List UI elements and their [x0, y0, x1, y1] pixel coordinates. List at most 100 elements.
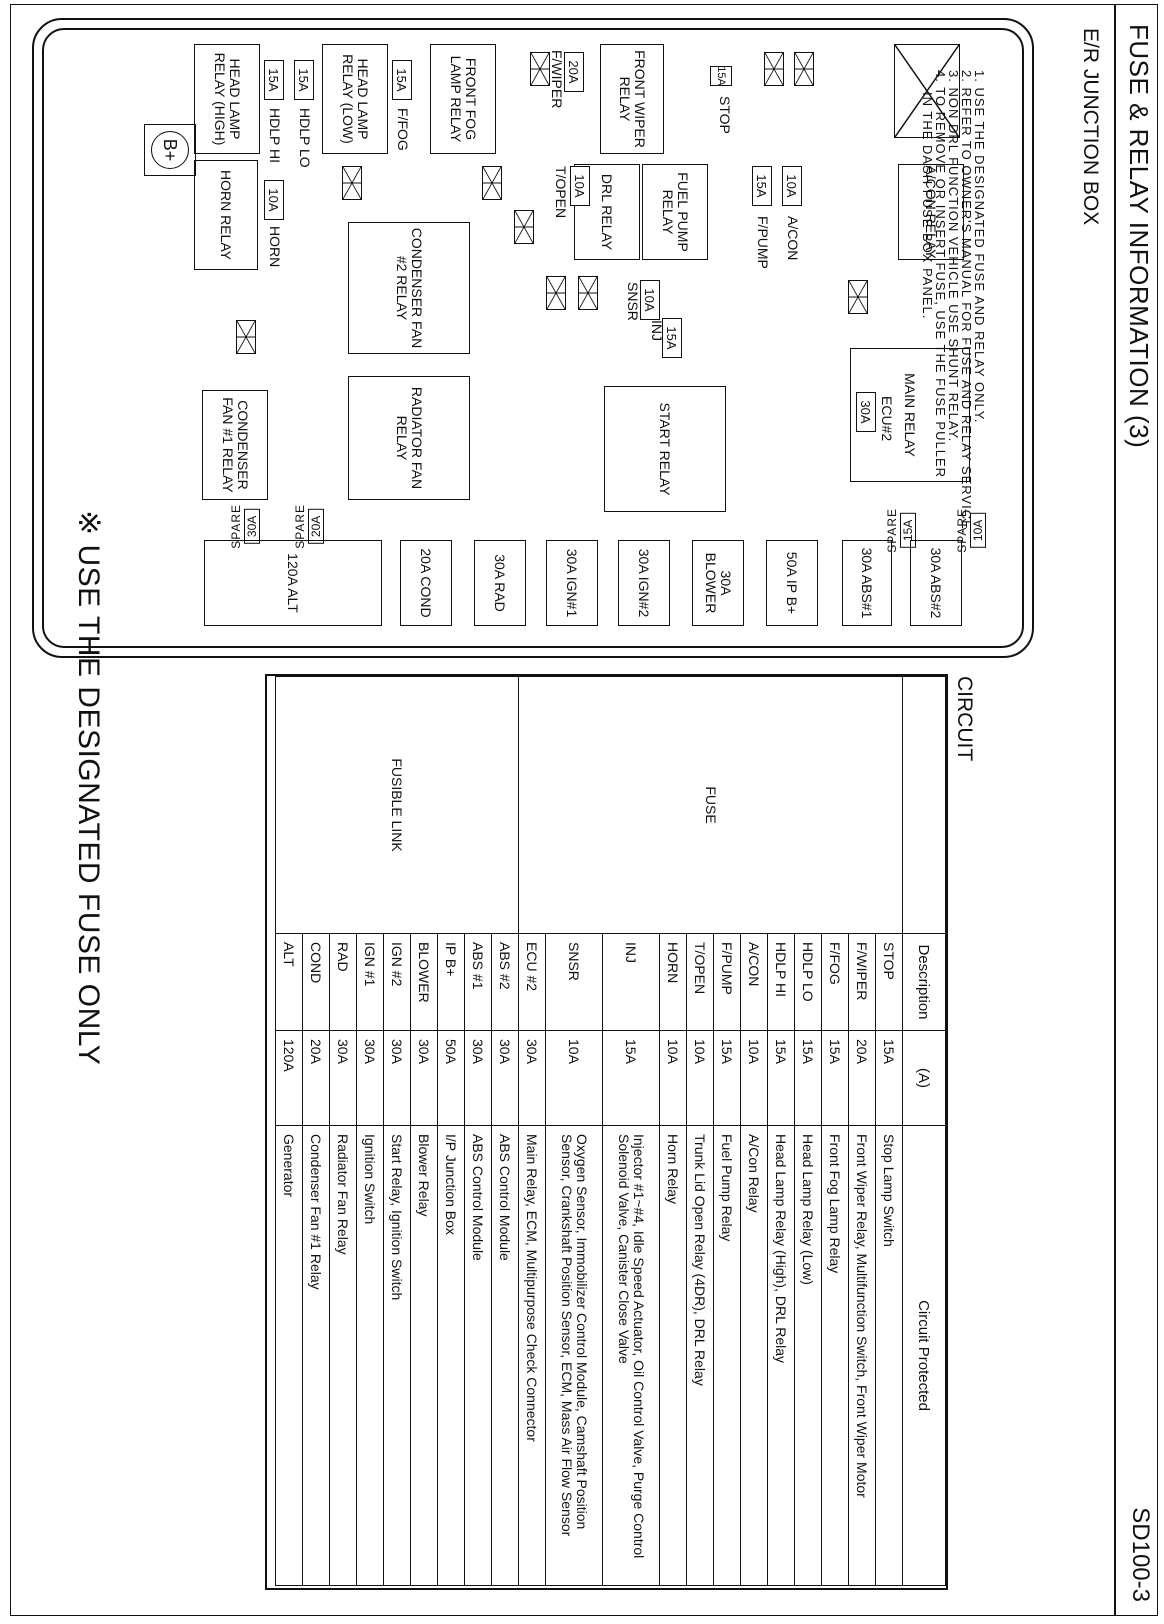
cell-description: INJ [602, 933, 660, 1031]
spare-amp: 10A [970, 512, 986, 549]
fusible-link-blower: 30A BLOWER [692, 540, 744, 626]
fusible-link-ipb: 50A IP B+ [766, 540, 818, 626]
cell-description: A/CON [740, 933, 768, 1031]
header-description: Description [902, 933, 946, 1031]
cell-description: HDLP LO [794, 933, 822, 1031]
designated-fuse-warning: ※ USE THE DESIGNATED FUSE ONLY [72, 510, 105, 1066]
fusible-link-ign1: 30A IGN#1 [546, 540, 598, 626]
cell-description: HORN [659, 933, 687, 1031]
relay-head-lamp-low: HEAD LAMP RELAY (LOW) [322, 44, 388, 154]
battery-plus-icon: B+ [151, 131, 189, 169]
diode-icon [546, 276, 566, 310]
cell-circuit: Radiator Fan Relay [329, 1125, 357, 1586]
cell-amps: 30A [383, 1030, 411, 1126]
cell-circuit: Trunk Lid Open Relay (4DR), DRL Relay [686, 1125, 714, 1586]
relay-radiator-fan: RADIATOR FAN RELAY [348, 376, 470, 500]
table-row: FUSIBLE LINK ABS #2 30A ABS Control Modu… [275, 676, 519, 1586]
fusible-link-abs2: 30A ABS#2 [910, 540, 962, 626]
fuse-topen-label: T/OPEN [553, 166, 569, 219]
spare-amp: 30A [244, 508, 260, 545]
cell-amps: 30A [329, 1030, 357, 1126]
cell-description: IGN #1 [356, 933, 384, 1031]
cell-circuit: Fuel Pump Relay [713, 1125, 741, 1586]
cell-circuit: Head Lamp Relay (Low) [794, 1125, 822, 1586]
cell-description: ABS #2 [491, 933, 519, 1031]
relay-acon: A/CON RELAY [898, 164, 964, 260]
table-row: FUSE STOP 15A Stop Lamp Switch [518, 676, 903, 1586]
cell-amps: 15A [713, 1030, 741, 1126]
diode-icon [794, 52, 814, 86]
cell-circuit: A/Con Relay [740, 1125, 768, 1586]
cell-description: IP B+ [437, 933, 465, 1031]
cell-amps: 30A [518, 1030, 546, 1126]
cell-description: HDLP HI [767, 933, 795, 1031]
cell-description: F/FOG [821, 933, 849, 1031]
diode-icon [764, 52, 784, 86]
cell-description: F/PUMP [713, 933, 741, 1031]
cell-description: ABS #1 [464, 933, 492, 1031]
cell-circuit: Injector #1~#4, Idle Speed Actuator, Oil… [602, 1125, 660, 1586]
fuse-fwiper-label: F/WIPER [549, 50, 565, 109]
cell-description: IGN #2 [383, 933, 411, 1031]
fuse-fwiper: 20A [564, 52, 584, 92]
cell-circuit: Ignition Switch [356, 1125, 384, 1586]
cell-description: STOP [875, 933, 903, 1031]
fuse-ecu2: 30A [856, 392, 876, 432]
fuse-fpump: 15A [752, 166, 772, 206]
diode-icon [514, 210, 534, 244]
cell-amps: 10A [740, 1030, 768, 1126]
cell-circuit: Front Wiper Relay, Multifunction Switch,… [848, 1125, 876, 1586]
fuse-ecu2-label: ECU#2 [879, 396, 895, 442]
cell-circuit: Stop Lamp Switch [875, 1125, 903, 1586]
cell-circuit: ABS Control Module [464, 1125, 492, 1586]
table-header-row: Description (A) Circuit Protected [902, 676, 946, 1586]
fusible-link-ign2: 30A IGN#2 [618, 540, 670, 626]
cell-circuit: Oxygen Sensor, Immobilizer Control Modul… [545, 1125, 603, 1586]
cell-amps: 120A [275, 1030, 303, 1126]
cell-amps: 30A [491, 1030, 519, 1126]
fuse-horn-label: HORN [267, 226, 283, 268]
relay-horn: HORN RELAY [194, 160, 258, 270]
note-line: 1. USE THE DESIGNATED FUSE AND RELAY ONL… [972, 70, 987, 424]
cell-amps: 30A [464, 1030, 492, 1126]
relay-condenser-fan-2: CONDENSER FAN #2 RELAY [348, 222, 470, 354]
relay-fuel-pump: FUEL PUMP RELAY [642, 164, 708, 260]
relay-start: START RELAY [604, 386, 726, 512]
fuse-acon-label: A/CON [785, 216, 801, 261]
relay-front-wiper: FRONT WIPER RELAY [600, 44, 664, 154]
diode-icon [236, 320, 256, 354]
fusible-link-alt: 120A ALT [204, 540, 382, 626]
cell-circuit: Main Relay, ECM, Multipurpose Check Conn… [518, 1125, 546, 1586]
cell-amps: 30A [410, 1030, 438, 1126]
cell-description: SNSR [545, 933, 603, 1031]
cell-circuit: Horn Relay [659, 1125, 687, 1586]
header-circuit-protected: Circuit Protected [902, 1125, 946, 1586]
group-fusible-link: FUSIBLE LINK [275, 676, 519, 934]
cell-description: ALT [275, 933, 303, 1031]
cell-amps: 15A [767, 1030, 795, 1126]
cell-description: BLOWER [410, 933, 438, 1031]
fuse-ffog-label: F/FOG [395, 108, 411, 151]
cell-amps: 15A [875, 1030, 903, 1126]
fuse-hdlphi: 15A [264, 60, 284, 100]
battery-terminal: B+ [144, 124, 196, 176]
cell-circuit: ABS Control Module [491, 1125, 519, 1586]
cell-description: F/WIPER [848, 933, 876, 1031]
fuse-hdlplo: 15A [294, 60, 314, 100]
group-fuse: FUSE [518, 676, 903, 934]
fuse-inj-label: INJ [649, 320, 665, 341]
cell-amps: 10A [545, 1030, 603, 1126]
circuit-table-title: CIRCUIT [953, 676, 976, 762]
fuse-snsr: 10A [640, 280, 660, 320]
fuse-topen: 10A [570, 166, 590, 206]
fusible-link-abs1: 30A ABS#1 [842, 540, 892, 626]
cell-amps: 50A [437, 1030, 465, 1126]
header-amps: (A) [902, 1030, 946, 1126]
cell-circuit: Blower Relay [410, 1125, 438, 1586]
cell-amps: 10A [659, 1030, 687, 1126]
cell-circuit: Generator [275, 1125, 303, 1586]
cell-amps: 20A [302, 1030, 330, 1126]
cell-circuit: Condenser Fan #1 Relay [302, 1125, 330, 1586]
diode-icon [578, 276, 598, 310]
cell-amps: 10A [686, 1030, 714, 1126]
